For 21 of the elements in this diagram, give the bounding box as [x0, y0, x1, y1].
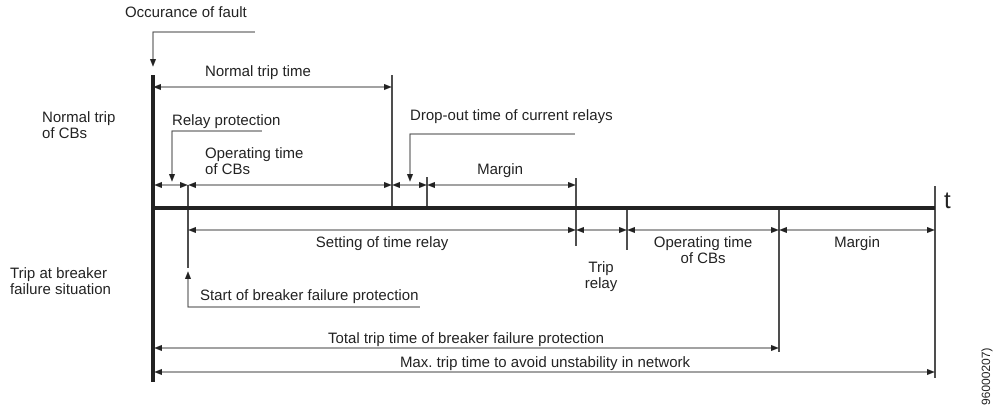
dimension-label: Margin [834, 235, 880, 251]
dimension-label: Total trip time of breaker failure protection [328, 331, 604, 347]
leader-line [168, 130, 262, 182]
axis-label: t [944, 188, 951, 214]
row-label: Normal trip of CBs [42, 110, 116, 142]
figure-id: 96000207) [978, 348, 994, 405]
leader-line [150, 32, 256, 67]
dimension-label: Margin [477, 162, 523, 178]
leader-line [406, 134, 576, 182]
dimension-label: Normal trip time [205, 64, 311, 80]
callout-text: Drop-out time of current relays [410, 108, 613, 124]
dimension-label: Operating time of CBs [652, 235, 754, 267]
dimension-label: Max. trip time to avoid unstability in network [400, 355, 690, 371]
callout-text: Occurance of fault [125, 5, 247, 21]
dimension-label: Operating time of CBs [205, 146, 304, 178]
dimension-label: Trip relay [584, 260, 618, 292]
dimension-label: Setting of time relay [316, 235, 448, 251]
callout-text: Start of breaker failure protection [200, 288, 418, 304]
row-label: Trip at breaker failure situation [10, 266, 112, 298]
leader-line [184, 271, 420, 308]
callout-text: Relay protection [172, 113, 280, 129]
